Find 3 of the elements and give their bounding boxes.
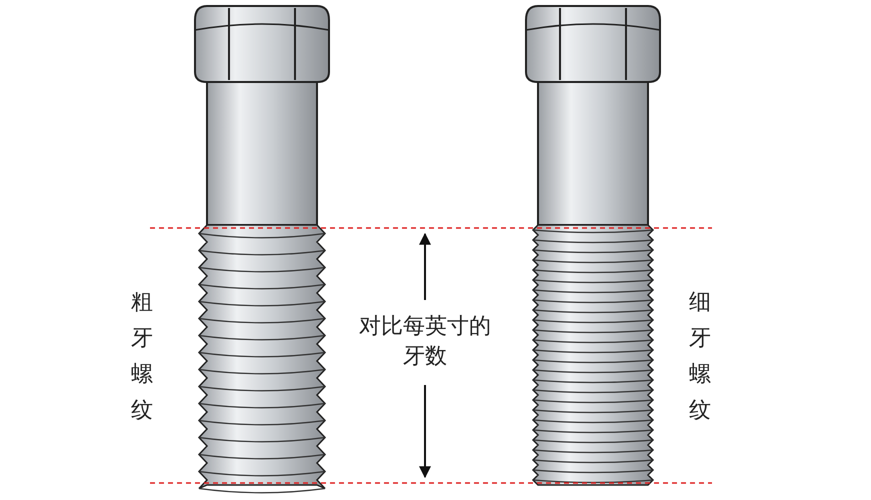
thread-label: 粗牙螺纹 (130, 289, 154, 425)
thread-label: 细牙螺纹 (688, 289, 712, 425)
dimension-label: 对比每英寸的牙数 (358, 313, 492, 371)
